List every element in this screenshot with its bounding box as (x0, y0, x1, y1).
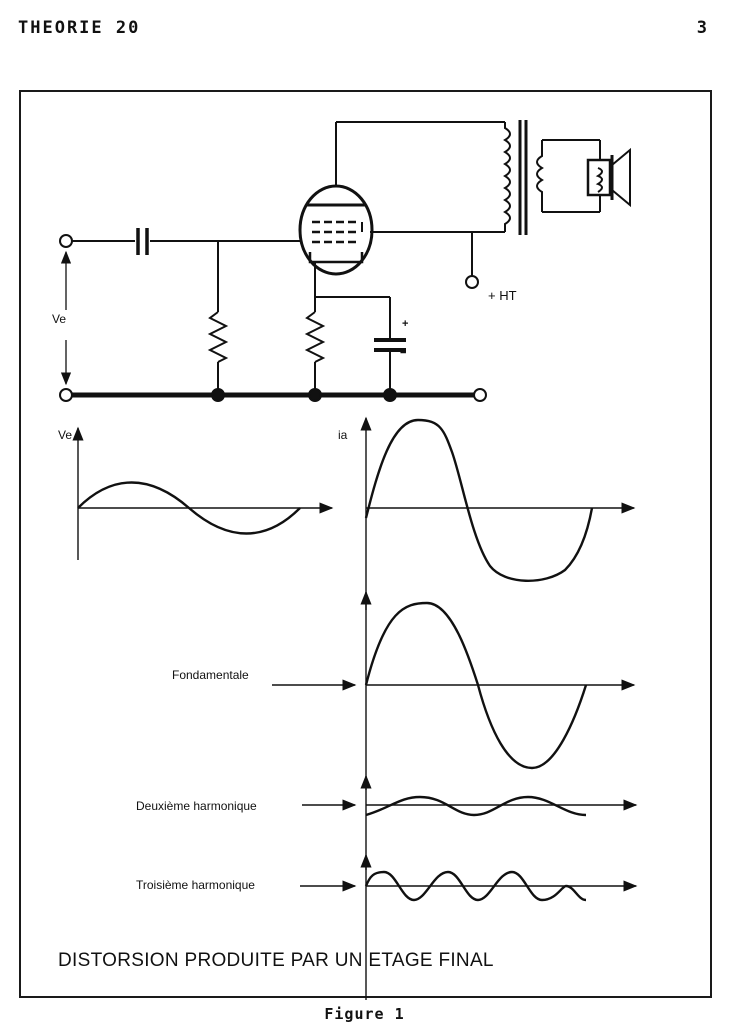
cathode-capacitor (374, 338, 406, 352)
coupling-capacitor (136, 228, 149, 255)
ia-graph-label: ia (338, 428, 348, 442)
ve-graph-label: Ve (58, 428, 73, 442)
figure-caption: Figure 1 (324, 1005, 405, 1023)
document-title: THEORIE 20 (18, 18, 141, 38)
second-harmonic-label: Deuxième harmonique (136, 799, 257, 813)
waveforms (72, 416, 638, 1000)
page-header: THEORIE 20 3 (18, 18, 707, 40)
capacitor-plus: + (402, 318, 409, 330)
third-harmonic-label: Troisième harmonique (136, 878, 255, 892)
input-terminal-top (59, 234, 73, 248)
figure-title: DISTORSION PRODUITE PAR UN ETAGE FINAL (58, 950, 494, 971)
ground-terminal (473, 388, 487, 402)
input-terminal-bottom (59, 388, 73, 402)
transformer-primary (503, 122, 511, 232)
grid-resistor (207, 311, 229, 363)
capacitor-minus: = (400, 346, 407, 358)
ht-label: + HT (488, 288, 517, 303)
ve-input-wave (77, 481, 301, 535)
page-number: 3 (696, 18, 707, 38)
ht-terminal (465, 275, 479, 289)
vacuum-tube (298, 184, 374, 276)
loudspeaker (586, 147, 631, 208)
transformer-secondary (536, 140, 544, 212)
ve-input-label: Ve (52, 312, 67, 326)
fundamental-label: Fondamentale (172, 668, 249, 682)
amplifier-circuit (59, 120, 631, 402)
second-harmonic-wave (365, 795, 587, 817)
third-harmonic-wave (364, 870, 587, 902)
ia-distorted-wave (364, 418, 594, 582)
cathode-resistor (304, 311, 326, 363)
fundamental-wave (364, 601, 588, 770)
